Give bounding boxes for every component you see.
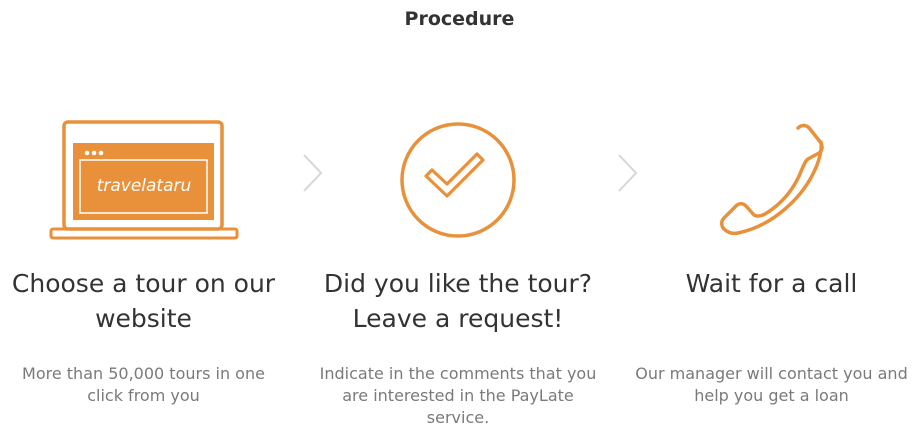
step-leave-request: Did you like the tour? Leave a request! … [303, 0, 613, 439]
checkmark-circle-icon [400, 122, 516, 238]
step-heading-line: Leave a request! [352, 304, 564, 333]
laptop-icon: travelataru [49, 120, 238, 240]
step-heading-line: Wait for a call [685, 269, 858, 298]
step-desc-line: More than 50,000 tours in one [22, 364, 265, 383]
step-icon-wrap: travelataru [0, 118, 287, 244]
step-desc-line: Our manager will contact you and [635, 364, 908, 383]
step-desc-line: help you get a loan [694, 386, 849, 405]
step-heading: Choose a tour on our website [0, 266, 287, 336]
step-choose-tour: travelataru Choose a tour on our website… [0, 0, 287, 439]
phone-icon [719, 123, 824, 236]
step-desc-line: are interested in the PayLate [342, 386, 574, 405]
step-desc-line: click from you [87, 386, 200, 405]
step-heading: Did you like the tour? Leave a request! [303, 266, 613, 336]
laptop-screen-text: travelataru [96, 176, 191, 196]
step-wait-call: Wait for a call Our manager will contact… [624, 0, 919, 439]
step-description: Indicate in the comments that you are in… [303, 363, 613, 429]
step-heading-line: Did you like the tour? [323, 269, 593, 298]
step-icon-wrap [303, 118, 613, 244]
step-description: Our manager will contact you and help yo… [624, 363, 919, 407]
chevron-right-icon [618, 154, 638, 192]
step-description: More than 50,000 tours in one click from… [0, 363, 287, 407]
step-heading: Wait for a call [624, 266, 919, 301]
page-title: Procedure [404, 8, 515, 30]
step-icon-wrap [624, 118, 919, 244]
step-desc-line: service. [426, 408, 490, 427]
step-desc-line: Indicate in the comments that you [319, 364, 597, 383]
step-heading-line: Choose a tour on our [11, 269, 276, 298]
chevron-right-icon [303, 154, 323, 192]
step-heading-line: website [95, 304, 192, 333]
